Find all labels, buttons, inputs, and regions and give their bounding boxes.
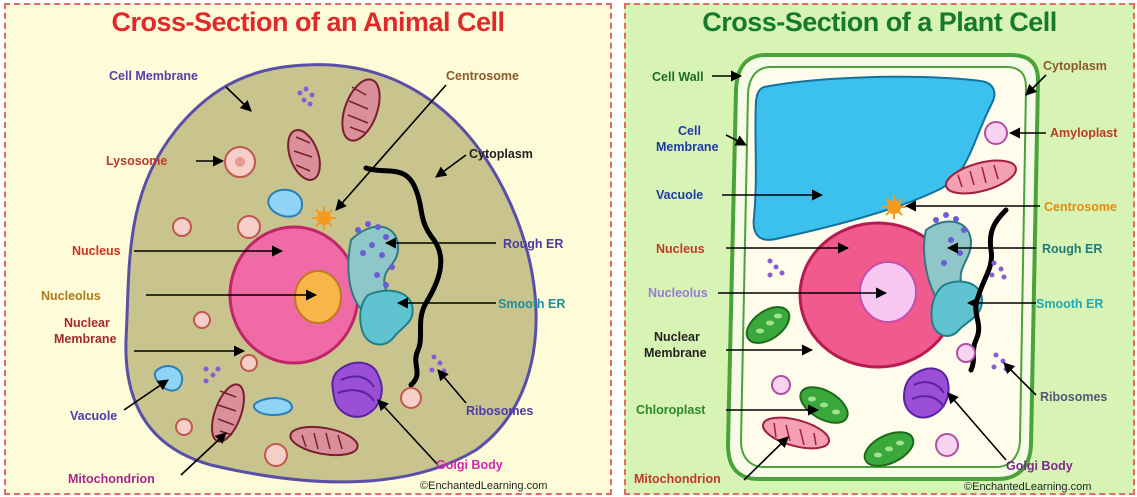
label-mitochondrion: Mitochondrion [634,472,721,486]
label-cytoplasm: Cytoplasm [469,147,533,161]
animal-nucleolus-shape [295,271,341,323]
label-vacuole: Vacuole [656,188,703,202]
label-mitochondrion: Mitochondrion [68,472,155,486]
plant-cell-diagram: Cell Wall Cytoplasm Cell Membrane Amylop… [626,5,1135,495]
label-nucleus: Nucleus [656,242,705,256]
label-nuclear-membrane-1: Nuclear [64,316,110,330]
label-lysosome: Lysosome [106,154,167,168]
label-golgi-body: Golgi Body [436,458,503,472]
label-smooth-er: Smooth ER [498,297,565,311]
label-centrosome: Centrosome [446,69,519,83]
animal-cell-panel: Cross-Section of an Animal Cell [4,3,612,495]
animal-golgi-body-shape [332,363,381,417]
label-nucleolus: Nucleolus [648,286,708,300]
label-rough-er: Rough ER [503,237,563,251]
label-nucleus: Nucleus [72,244,121,258]
label-vacuole: Vacuole [70,409,117,423]
plant-amyloplast-shape [985,122,1007,144]
label-rough-er: Rough ER [1042,242,1102,256]
label-nuclear-membrane-2: Membrane [644,346,707,360]
label-cell-membrane: Cell Membrane [109,69,198,83]
lysosome-core [235,157,245,167]
label-nuclear-membrane-1: Nuclear [654,330,700,344]
label-nuclear-membrane-2: Membrane [54,332,117,346]
label-ribosomes: Ribosomes [1040,390,1107,404]
label-cell-membrane-1: Cell [678,124,701,138]
label-smooth-er: Smooth ER [1036,297,1103,311]
plant-cell-panel: Cross-Section of a Plant Cell [624,3,1135,495]
credit-text: ©EnchantedLearning.com [964,481,1091,493]
label-nucleolus: Nucleolus [41,289,101,303]
plant-nucleolus-shape [860,262,916,322]
label-cytoplasm: Cytoplasm [1043,59,1107,73]
animal-cell-diagram: Cell Membrane Centrosome Lysosome Cytopl… [6,5,612,495]
credit-text: ©EnchantedLearning.com [420,480,547,492]
label-centrosome: Centrosome [1044,200,1117,214]
label-ribosomes: Ribosomes [466,404,533,418]
label-chloroplast: Chloroplast [636,403,706,417]
label-cell-wall: Cell Wall [652,70,704,84]
label-amyloplast: Amyloplast [1050,126,1118,140]
label-cell-membrane-2: Membrane [656,140,719,154]
label-golgi-body: Golgi Body [1006,459,1073,473]
